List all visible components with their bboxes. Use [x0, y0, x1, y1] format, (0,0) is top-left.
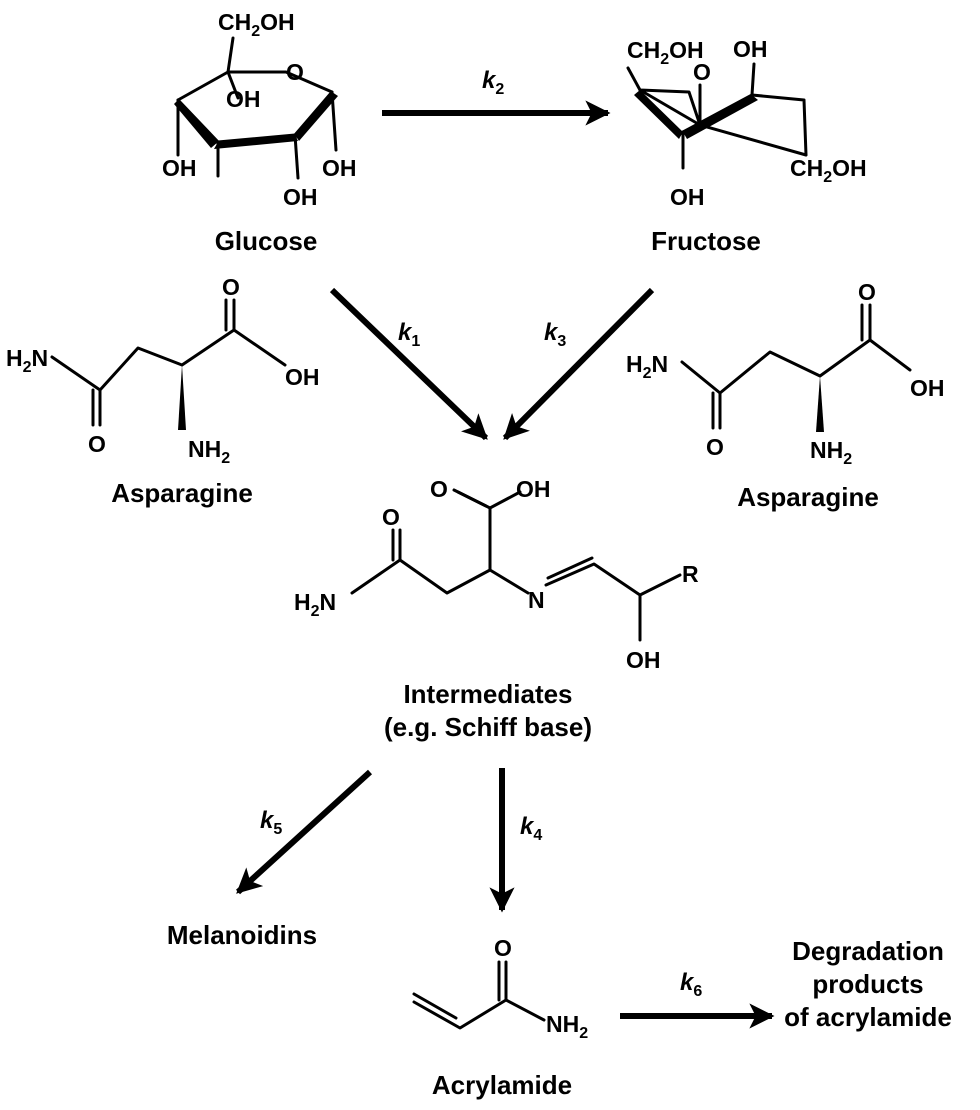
rate-constant-k4: k4: [520, 813, 542, 844]
rate-constant-k3: k3: [544, 319, 566, 350]
arrow-k3: [502, 287, 655, 441]
glucose-ring-oxygen: O: [286, 59, 304, 85]
acrylamide-nh2: NH2: [546, 1011, 588, 1042]
schiff-base-structure: H2N O O OH N R OH: [294, 476, 699, 673]
asparagine-right-h2n: H2N: [626, 351, 668, 382]
rate-constant-k1: k1: [398, 319, 420, 350]
asparagine-left-oh: OH: [285, 364, 320, 390]
asparagine-left-label: Asparagine: [111, 478, 253, 508]
schiff-base-oh: OH: [516, 476, 551, 502]
fructose-label: Fructose: [651, 226, 761, 256]
acrylamide-o: O: [494, 935, 512, 961]
schiff-base-n: N: [528, 587, 545, 613]
asparagine-right-nh2: NH2: [810, 437, 852, 468]
schiff-base-o: O: [382, 504, 400, 530]
rate-constant-k2: k2: [482, 67, 504, 98]
fructose-oh-label: OH: [670, 184, 705, 210]
acrylamide-structure: O NH2: [412, 935, 588, 1042]
schiff-base-h2n: H2N: [294, 589, 336, 620]
degradation-products-label: of acrylamide: [784, 1002, 952, 1032]
rate-constant-k5: k5: [260, 807, 282, 838]
acrylamide-label: Acrylamide: [432, 1070, 572, 1100]
glucose-oh-label: OH: [322, 155, 357, 181]
glucose-oh-label: OH: [226, 86, 261, 112]
asparagine-left-h2n: H2N: [6, 345, 48, 376]
rate-constant-k6: k6: [680, 969, 702, 1000]
schiff-base-r: R: [682, 561, 699, 587]
glucose-ch2oh-label: CH2OH: [218, 9, 295, 40]
asparagine-right-o: O: [858, 279, 876, 305]
fructose-ring-oxygen: O: [693, 59, 711, 85]
asparagine-left-o: O: [88, 431, 106, 457]
melanoidins-label: Melanoidins: [167, 920, 317, 950]
asparagine-left-structure: H2N O OH O NH2: [6, 274, 320, 467]
asparagine-right-oh: OH: [910, 375, 945, 401]
fructose-oh-label: OH: [733, 36, 768, 62]
intermediates-label: Intermediates: [403, 679, 572, 709]
asparagine-left-nh2: NH2: [188, 436, 230, 467]
schiff-base-oh: OH: [626, 647, 661, 673]
fructose-structure: CH2OH OH O OH CH2OH: [626, 36, 867, 210]
glucose-oh-label: OH: [283, 184, 318, 210]
asparagine-right-label: Asparagine: [737, 482, 879, 512]
fructose-ch2oh-label: CH2OH: [627, 37, 704, 68]
asparagine-right-o: O: [706, 434, 724, 460]
glucose-oh-label: OH: [162, 155, 197, 181]
glucose-label: Glucose: [215, 226, 318, 256]
degradation-products-label: Degradation: [792, 936, 944, 966]
intermediates-note: (e.g. Schiff base): [384, 712, 592, 742]
arrow-k5: [235, 769, 373, 895]
fructose-ch2oh-label: CH2OH: [790, 155, 867, 186]
arrow-k1: [329, 287, 489, 441]
asparagine-right-structure: H2N O OH O NH2: [626, 279, 945, 468]
degradation-products-label: products: [812, 969, 923, 999]
asparagine-left-o: O: [222, 274, 240, 300]
schiff-base-o: O: [430, 476, 448, 502]
glucose-structure: CH2OH O OH OH OH OH: [162, 9, 357, 210]
